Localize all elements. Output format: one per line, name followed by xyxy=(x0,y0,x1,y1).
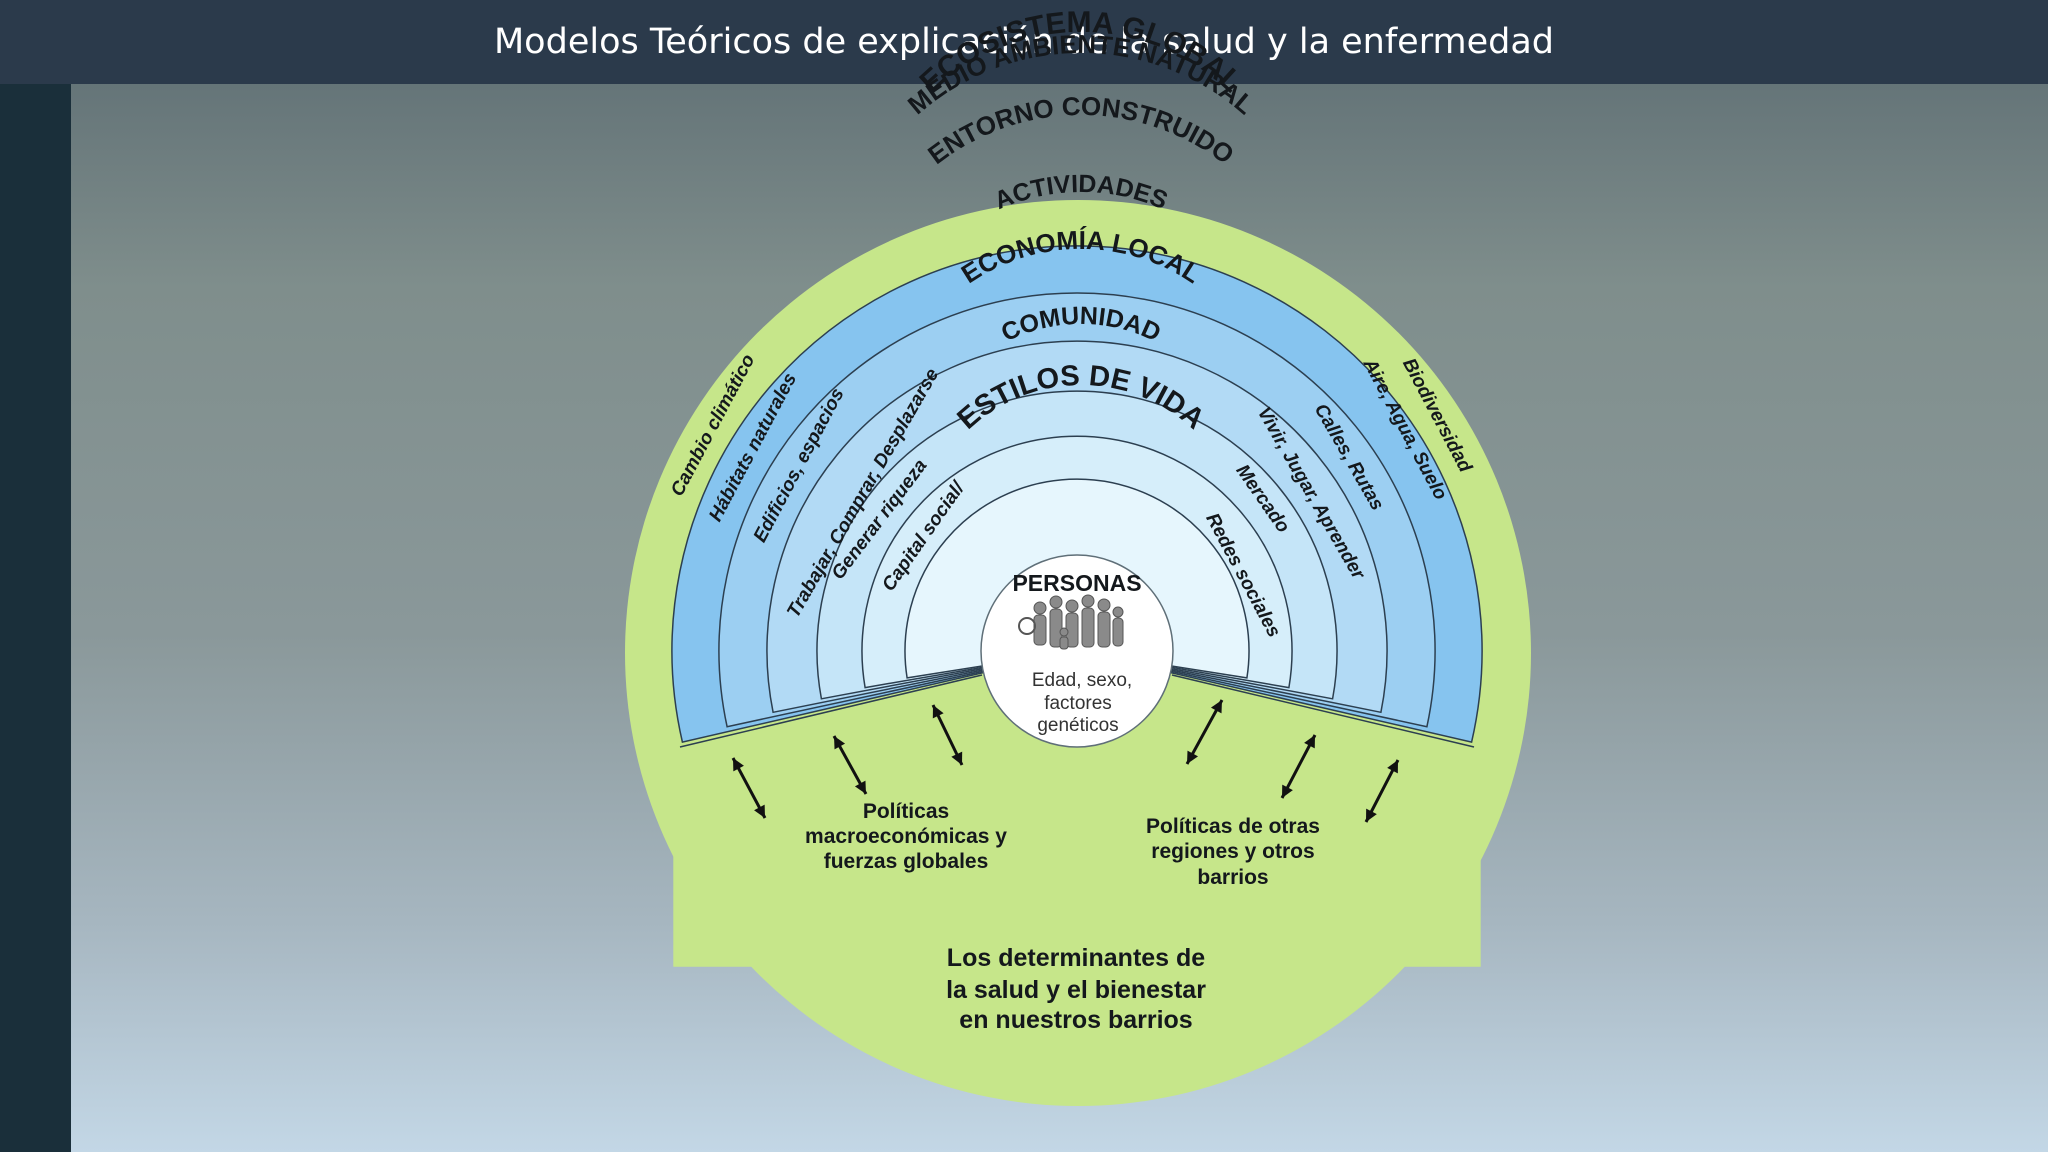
policies-left-line-2: macroeconómicas y xyxy=(805,825,1007,848)
ring-fan xyxy=(671,245,1483,967)
double-arrow-3 xyxy=(931,704,964,766)
policies-right-line-3: barrios xyxy=(1197,866,1268,889)
caption-line-1: Los determinantes de xyxy=(947,944,1205,972)
caption-line-2: la salud y el bienestar xyxy=(946,976,1206,1004)
policies-right: Políticas de otras regiones y otros barr… xyxy=(1146,815,1320,889)
caption-line-3: en nuestros barrios xyxy=(959,1006,1192,1034)
center-line-1: Edad, sexo, xyxy=(1032,670,1132,691)
center-line-2: factores xyxy=(1044,693,1112,714)
double-arrow-2 xyxy=(832,735,868,795)
center-line-3: genéticos xyxy=(1037,715,1118,736)
double-arrow-1 xyxy=(731,757,767,819)
double-arrow-6 xyxy=(1364,759,1400,823)
fan-edge-right xyxy=(1171,674,1475,748)
policies-left-line-3: fuerzas globales xyxy=(824,850,989,873)
people-group-icon xyxy=(1018,594,1124,650)
ring-label-entorno: ENTORNO CONSTRUIDO xyxy=(922,91,1239,170)
policies-left: Políticas macroeconómicas y fuerzas glob… xyxy=(805,800,1007,873)
policies-right-line-2: regiones y otros xyxy=(1151,840,1314,863)
center-personas: PERSONAS Edad, sexo, factores genéticos xyxy=(980,554,1174,748)
center-circle xyxy=(980,554,1174,748)
lower-green-wedge xyxy=(673,681,1481,967)
slide-title: Modelos Teóricos de explicación de la sa… xyxy=(493,22,1554,62)
policies-right-line-1: Políticas de otras xyxy=(1146,815,1320,838)
double-arrow-4 xyxy=(1185,699,1224,765)
interaction-arrows xyxy=(731,699,1400,823)
fan-edge-left xyxy=(679,674,983,748)
side-accent-strip xyxy=(0,84,71,1152)
center-title: PERSONAS xyxy=(1012,570,1141,596)
double-arrow-5 xyxy=(1280,734,1317,799)
policies-left-line-1: Políticas xyxy=(863,800,949,823)
slide-title-bar: Modelos Teóricos de explicación de la sa… xyxy=(0,0,2048,84)
caption: Los determinantes de la salud y el biene… xyxy=(946,944,1206,1034)
